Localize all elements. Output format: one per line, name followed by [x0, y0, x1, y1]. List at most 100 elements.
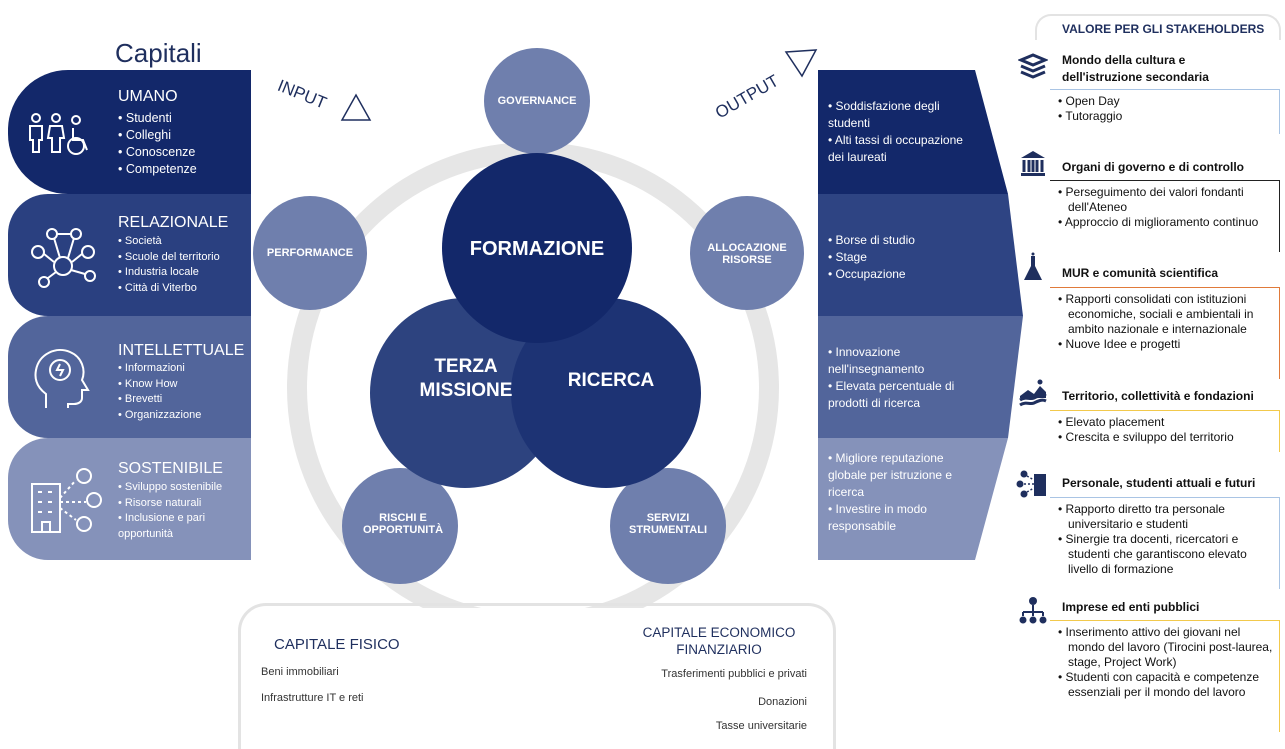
- relazionale-head: RELAZIONALE: [118, 214, 229, 231]
- ricerca-circle: [511, 298, 701, 488]
- list-item: Inclusione e pari opportunità: [118, 511, 243, 542]
- list-item: Elevata percentuale di prodotti di ricer…: [828, 378, 967, 412]
- list-item: Informazioni: [118, 361, 201, 377]
- stake-head-6: Imprese ed enti pubblici: [1062, 600, 1200, 614]
- formazione-circle: [442, 153, 632, 343]
- building-people-icon: [31, 468, 102, 533]
- institution-icon: [1021, 151, 1045, 176]
- stake-head-5: Personale, studenti attuali e futuri: [1062, 476, 1256, 490]
- list-item: Rapporto diretto tra personale universit…: [1058, 502, 1279, 532]
- terza-label: TERZA MISSIONE: [419, 356, 513, 401]
- umano-list: Studenti Colleghi Conoscenze Competenze: [118, 110, 197, 178]
- sostenibile-list: Sviluppo sostenibile Risorse naturali In…: [118, 480, 243, 542]
- governance-label: GOVERNANCE: [497, 95, 577, 107]
- allocazione-label: ALLOCAZIONE RISORSE: [707, 242, 787, 266]
- stake-box-4: Elevato placementCrescita e sviluppo del…: [1050, 410, 1280, 452]
- servizi-label: SERVIZI STRUMENTALI: [628, 512, 707, 536]
- list-item: Industria locale: [118, 265, 220, 281]
- governance-circle: [484, 48, 590, 154]
- output-arrow: [975, 70, 1023, 560]
- list-item: Open Day: [1058, 94, 1279, 109]
- triangle-icon: [340, 93, 372, 121]
- list-item: Organizzazione: [118, 408, 201, 424]
- list-item: Studenti: [118, 110, 197, 127]
- intellettuale-head: INTELLETTUALE: [118, 342, 245, 359]
- fisico-item: Beni immobiliari: [261, 666, 339, 678]
- people-building-icon: [1016, 470, 1046, 498]
- stakeholders-title: VALORE PER GLI STAKEHOLDERS: [1062, 22, 1265, 36]
- list-item: Colleghi: [118, 127, 197, 144]
- output-label: OUTPUT: [708, 48, 828, 122]
- list-item: Stage: [828, 249, 998, 266]
- list-item: Studenti con capacità e competenze essen…: [1058, 670, 1279, 700]
- stakeholders-frame: [1035, 14, 1281, 40]
- list-item: Scuole del territorio: [118, 250, 220, 266]
- terza-circle: [370, 298, 560, 488]
- stake-box-6: Inserimento attivo dei giovani nel mondo…: [1050, 620, 1280, 732]
- stake-head-1: Mondo della cultura e dell'istruzione se…: [1062, 53, 1209, 84]
- performance-label: PERFORMANCE: [266, 247, 354, 259]
- list-item: Borse di studio: [828, 232, 998, 249]
- capitale-sostenibile: SOSTENIBILE Sviluppo sostenibile Risorse…: [8, 438, 251, 560]
- list-item: Città di Viterbo: [118, 281, 220, 297]
- books-icon: [1018, 53, 1048, 79]
- output-list: Borse di studio Stage Occupazione: [818, 194, 1006, 283]
- stake-head-4: Territorio, collettività e fondazioni: [1062, 389, 1254, 403]
- economico-title: CAPITALE ECONOMICO FINANZIARIO: [642, 625, 796, 657]
- list-item: Rapporti consolidati con istituzioni eco…: [1058, 292, 1279, 337]
- list-item: Sinergie tra docenti, ricercatori e stud…: [1058, 532, 1279, 577]
- rischi-circle: [342, 468, 458, 584]
- input-label: INPUT: [275, 76, 372, 121]
- sostenibile-head: SOSTENIBILE: [118, 460, 223, 477]
- stake-box-5: Rapporto diretto tra personale universit…: [1050, 497, 1280, 589]
- capitale-umano: UMANO Studenti Colleghi Conoscenze Compe…: [8, 70, 251, 194]
- output-block-2: Borse di studio Stage Occupazione: [818, 194, 1006, 316]
- center-diagram: [253, 48, 804, 608]
- list-item: Nuove Idee e progetti: [1058, 337, 1279, 352]
- servizi-circle: [610, 468, 726, 584]
- performance-circle: [253, 196, 367, 310]
- list-item: Società: [118, 234, 220, 250]
- list-item: Elevato placement: [1058, 415, 1279, 430]
- list-item: Investire in modo responsabile: [828, 501, 967, 535]
- capitali-title: Capitali: [115, 38, 202, 68]
- umano-head: UMANO: [118, 88, 178, 105]
- intellettuale-list: Informazioni Know How Brevetti Organizza…: [118, 361, 201, 423]
- flask-icon: [1024, 252, 1042, 280]
- stake-box-2: Perseguimento dei valori fondanti dell'A…: [1050, 180, 1280, 252]
- list-item: Crescita e sviluppo del territorio: [1058, 430, 1279, 445]
- list-item: Tutoraggio: [1058, 109, 1279, 124]
- list-item: Competenze: [118, 161, 197, 178]
- list-item: Risorse naturali: [118, 496, 243, 512]
- list-item: Perseguimento dei valori fondanti dell'A…: [1058, 185, 1279, 215]
- ricerca-label: RICERCA: [567, 370, 655, 391]
- list-item: Soddisfazione degli studenti: [828, 98, 967, 132]
- output-list: Soddisfazione degli studenti Alti tassi …: [818, 70, 975, 166]
- list-item: Inserimento attivo dei giovani nel mondo…: [1058, 625, 1279, 670]
- list-item: Conoscenze: [118, 144, 197, 161]
- landscape-icon: [1019, 379, 1047, 407]
- output-block-1: Soddisfazione degli studenti Alti tassi …: [818, 70, 975, 194]
- allocazione-circle: [690, 196, 804, 310]
- list-item: Know How: [118, 377, 201, 393]
- list-item: Migliore reputazione globale per istruzi…: [828, 450, 967, 501]
- list-item: Innovazione nell'insegnamento: [828, 344, 967, 378]
- fisico-title: CAPITALE FISICO: [274, 636, 400, 653]
- capitali-fisico-economico: CAPITALE FISICO Beni immobiliari Infrast…: [238, 603, 836, 749]
- stake-head-3: MUR e comunità scientifica: [1062, 266, 1219, 280]
- relazionale-list: Società Scuole del territorio Industria …: [118, 234, 220, 296]
- output-block-3: Innovazione nell'insegnamento Elevata pe…: [818, 316, 975, 438]
- stake-head-2: Organi di governo e di controllo: [1062, 160, 1245, 174]
- output-block-4: Migliore reputazione globale per istruzi…: [818, 438, 975, 560]
- org-chart-icon: [1019, 597, 1047, 624]
- list-item: Sviluppo sostenibile: [118, 480, 243, 496]
- fisico-item: Infrastrutture IT e reti: [261, 692, 364, 704]
- formazione-label: FORMAZIONE: [469, 237, 605, 260]
- economico-item: Donazioni: [758, 696, 807, 708]
- economico-item: Tasse universitarie: [715, 720, 807, 732]
- list-item: Occupazione: [828, 266, 998, 283]
- stake-box-1: Open DayTutoraggio: [1050, 89, 1280, 134]
- economico-item: Trasferimenti pubblici e privati: [661, 668, 807, 680]
- stake-box-3: Rapporti consolidati con istituzioni eco…: [1050, 287, 1280, 379]
- list-item: Alti tassi di occupazione dei laureati: [828, 132, 967, 166]
